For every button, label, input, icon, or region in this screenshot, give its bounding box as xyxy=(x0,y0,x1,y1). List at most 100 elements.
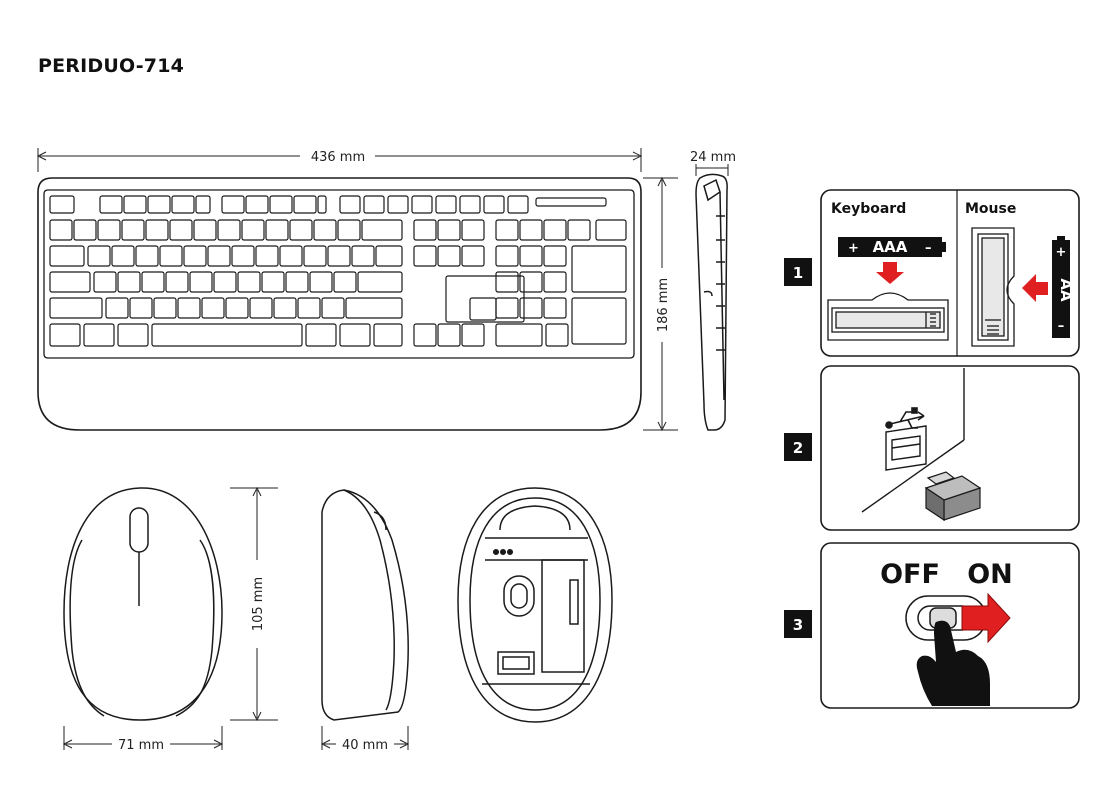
keyboard-key xyxy=(50,196,74,213)
keyboard-key xyxy=(94,272,116,292)
keyboard-key xyxy=(152,324,302,346)
keyboard-key xyxy=(496,324,542,346)
keyboard-key xyxy=(118,272,140,292)
keyboard-key xyxy=(294,196,316,213)
keyboard-key xyxy=(246,196,268,213)
keyboard-key xyxy=(208,246,230,266)
keyboard-key xyxy=(520,298,542,318)
keyboard-keys xyxy=(50,196,626,346)
keyboard-key xyxy=(256,246,278,266)
keyboard-key xyxy=(306,324,336,346)
keyboard-key xyxy=(340,196,360,213)
keyboard-key xyxy=(266,220,288,240)
keyboard-key xyxy=(328,246,350,266)
keyboard-key xyxy=(184,246,206,266)
keyboard-key xyxy=(196,196,210,213)
keyboard-key xyxy=(178,298,200,318)
keyboard-key xyxy=(462,324,484,346)
keyboard-key xyxy=(508,196,528,213)
keyboard-key xyxy=(50,246,84,266)
keyboard-key xyxy=(376,246,402,266)
mouse-height-label: 40 mm xyxy=(342,738,388,753)
aa-label: AA xyxy=(1057,278,1075,302)
keyboard-key xyxy=(136,246,158,266)
keyboard-key xyxy=(50,324,80,346)
keyboard-key xyxy=(214,272,236,292)
keyboard-key xyxy=(412,196,432,213)
keyboard-key xyxy=(572,298,626,344)
keyboard-key xyxy=(544,220,566,240)
keyboard-key xyxy=(280,246,302,266)
mouse-side-view xyxy=(322,490,408,720)
keyboard-key xyxy=(460,196,480,213)
aaa-label: AAA xyxy=(873,238,908,256)
keyboard-key xyxy=(318,196,326,213)
keyboard-key xyxy=(50,272,90,292)
keyboard-key xyxy=(146,220,168,240)
keyboard-key xyxy=(314,220,336,240)
keyboard-key xyxy=(496,298,518,318)
mouse-length-label: 105 mm xyxy=(251,577,266,631)
keyboard-key xyxy=(84,324,114,346)
mouse-top-view xyxy=(64,488,222,720)
keyboard-key xyxy=(364,196,384,213)
keyboard-side-view xyxy=(696,174,727,430)
keyboard-key xyxy=(170,220,192,240)
keyboard-key xyxy=(298,298,320,318)
keyboard-key xyxy=(112,246,134,266)
keyboard-width-label: 436 mm xyxy=(311,150,365,165)
keyboard-key xyxy=(304,246,326,266)
keyboard-key xyxy=(520,246,542,266)
keyboard-key xyxy=(194,220,216,240)
keyboard-key xyxy=(122,220,144,240)
keyboard-key xyxy=(74,220,96,240)
keyboard-key xyxy=(148,196,170,213)
keyboard-key xyxy=(154,298,176,318)
keyboard-key xyxy=(544,246,566,266)
keyboard-key xyxy=(374,324,402,346)
keyboard-key xyxy=(310,272,332,292)
keyboard-key xyxy=(496,246,518,266)
off-label: OFF xyxy=(880,559,940,590)
keyboard-key xyxy=(202,298,224,318)
aa-minus: – xyxy=(1058,319,1065,334)
keyboard-key xyxy=(520,220,542,240)
keyboard-key xyxy=(160,246,182,266)
mouse-bottom-view xyxy=(458,488,612,722)
keyboard-key xyxy=(232,246,254,266)
keyboard-key xyxy=(226,298,248,318)
keyboard-key xyxy=(414,220,436,240)
mouse-section-label: Mouse xyxy=(965,201,1016,217)
keyboard-key xyxy=(322,298,344,318)
keyboard-key xyxy=(568,220,590,240)
keyboard-key xyxy=(338,220,360,240)
keyboard-top-view xyxy=(38,178,641,430)
keyboard-key xyxy=(544,272,566,292)
keyboard-key xyxy=(142,272,164,292)
keyboard-key xyxy=(166,272,188,292)
keyboard-key xyxy=(446,276,524,322)
on-label: ON xyxy=(967,559,1013,590)
keyboard-key xyxy=(462,220,484,240)
keyboard-key xyxy=(334,272,356,292)
keyboard-key xyxy=(50,298,102,318)
keyboard-key xyxy=(222,196,244,213)
keyboard-key xyxy=(100,196,122,213)
keyboard-key xyxy=(346,298,402,318)
keyboard-key xyxy=(388,196,408,213)
keyboard-key xyxy=(414,246,436,266)
keyboard-key xyxy=(270,196,292,213)
keyboard-key xyxy=(414,324,436,346)
keyboard-key xyxy=(470,298,496,320)
keyboard-key xyxy=(352,246,374,266)
keyboard-key xyxy=(172,196,194,213)
keyboard-key xyxy=(572,246,626,292)
aaa-minus: – xyxy=(925,241,932,256)
keyboard-key xyxy=(250,298,272,318)
keyboard-key xyxy=(438,324,460,346)
keyboard-depth-label: 186 mm xyxy=(656,278,671,332)
keyboard-key xyxy=(358,272,402,292)
keyboard-key xyxy=(544,298,566,318)
keyboard-key xyxy=(124,196,146,213)
keyboard-key xyxy=(546,324,568,346)
